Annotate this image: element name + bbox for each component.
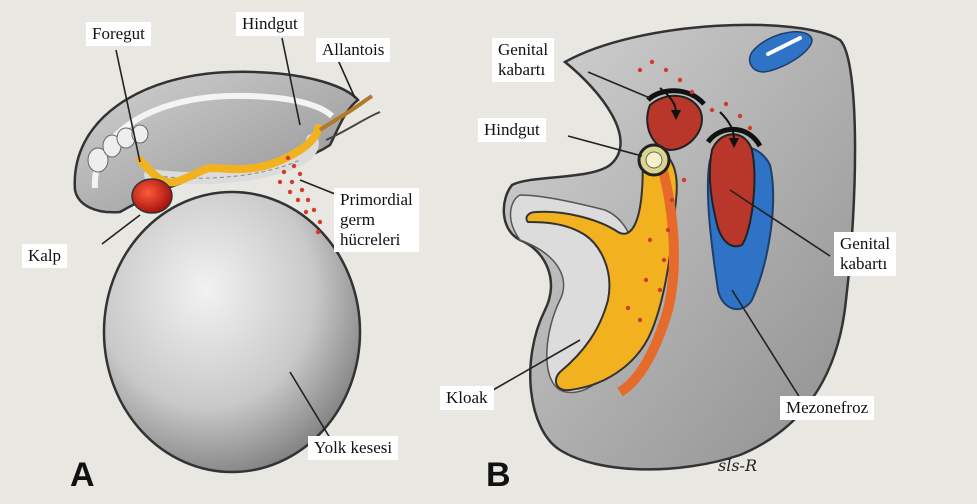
panel-a-letter: A (70, 456, 95, 495)
label-kloak: Kloak (440, 386, 494, 410)
label-allantois: Allantois (316, 38, 390, 62)
panel-a-embryo (75, 38, 380, 472)
label-foregut: Foregut (86, 22, 151, 46)
yolk-sac (104, 192, 360, 472)
label-kalp: Kalp (22, 244, 67, 268)
label-genital-ridge-right: Genital kabartı (834, 232, 896, 276)
label-mezonefroz: Mezonefroz (780, 396, 874, 420)
label-hindgut-b: Hindgut (478, 118, 546, 142)
heart (132, 179, 172, 213)
panel-b-letter: B (486, 456, 511, 495)
label-genital-ridge-top: Genital kabartı (492, 38, 554, 82)
label-hindgut-a: Hindgut (236, 12, 304, 36)
label-primordial-germ-cells: Primordial germ hücreleri (334, 188, 419, 252)
label-yolk-sac: Yolk kesesi (308, 436, 398, 460)
artist-signature: sls-R (718, 456, 757, 475)
